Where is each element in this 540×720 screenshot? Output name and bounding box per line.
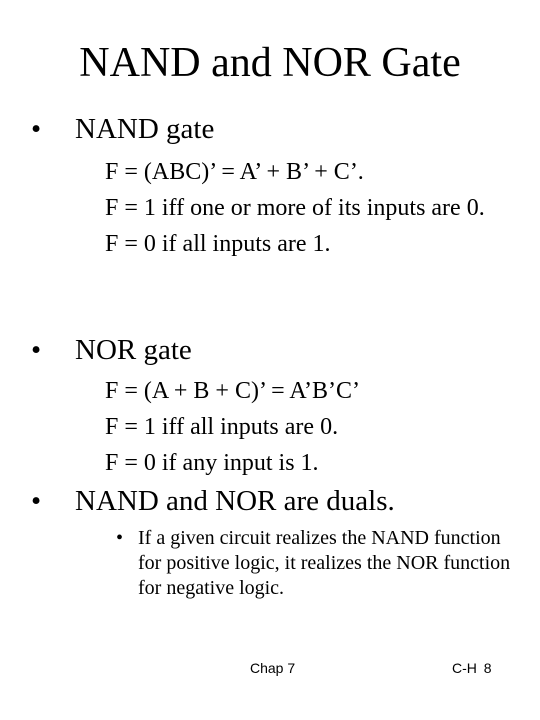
nor-line-expression: F = (A + B + C)’ = A’B’C’ [105, 378, 361, 404]
nand-line-false-condition: F = 0 if all inputs are 1. [105, 231, 331, 257]
nor-line-true-condition: F = 1 iff all inputs are 0. [105, 414, 339, 440]
nand-line-expression: F = (ABC)’ = A’ + B’ + C’. [105, 159, 364, 185]
nand-line-true-condition: F = 1 iff one or more of its inputs are … [105, 195, 485, 221]
bullet-heading: NOR gate [75, 334, 192, 366]
bullet-heading: NAND gate [75, 113, 215, 145]
nand-details: F = (ABC)’ = A’ + B’ + C’. F = 1 iff one… [105, 158, 525, 266]
duals-explanation: If a given circuit realizes the NAND fun… [138, 527, 511, 599]
footer-page-number: C-H 8 [452, 660, 492, 676]
duals-sub-bullet: • If a given circuit realizes the NAND f… [116, 526, 516, 601]
bullet-dot: • [31, 113, 42, 145]
bullet-duals: • NAND and NOR are duals. [31, 484, 395, 518]
bullet-heading: NAND and NOR are duals. [75, 485, 395, 517]
footer-chapter: Chap 7 [250, 660, 296, 676]
nor-details: F = (A + B + C)’ = A’B’C’ F = 1 iff all … [105, 377, 525, 485]
bullet-dot: • [31, 334, 42, 366]
slide-title: NAND and NOR Gate [79, 40, 461, 86]
nor-line-false-condition: F = 0 if any input is 1. [105, 450, 319, 476]
bullet-nand-gate: • NAND gate [31, 112, 214, 146]
sub-bullet-dot: • [116, 527, 124, 549]
bullet-nor-gate: • NOR gate [31, 333, 192, 367]
bullet-dot: • [31, 485, 42, 517]
